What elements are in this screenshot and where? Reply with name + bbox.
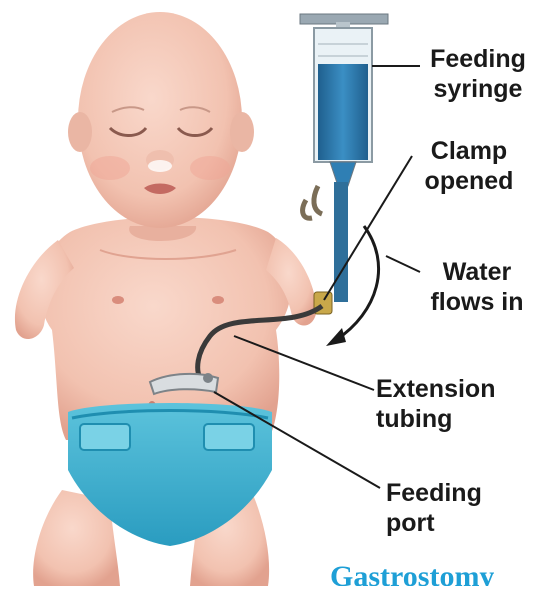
label-extension-tubing: Extension tubing: [376, 374, 526, 434]
label-line: opened: [410, 166, 528, 196]
infant-head: [68, 12, 254, 241]
label-line: Water: [418, 257, 536, 287]
label-feeding-syringe: Feeding syringe: [418, 44, 538, 104]
label-line: Feeding: [386, 478, 506, 508]
label-line: port: [386, 508, 506, 538]
label-water-flows-in: Water flows in: [418, 257, 536, 317]
label-feeding-port: Feeding port: [386, 478, 506, 538]
arrow-head-icon: [326, 328, 346, 346]
feeding-syringe: [300, 14, 388, 186]
label-line: flows in: [418, 287, 536, 317]
label-clamp-opened: Clamp opened: [410, 136, 528, 196]
leader-line-water: [386, 256, 420, 272]
label-line: Extension: [376, 374, 526, 404]
label-line: syringe: [418, 74, 538, 104]
label-line: tubing: [376, 404, 526, 434]
caption-text: Gastrostomy: [330, 562, 494, 586]
label-line: Clamp: [410, 136, 528, 166]
label-line: Feeding: [418, 44, 538, 74]
